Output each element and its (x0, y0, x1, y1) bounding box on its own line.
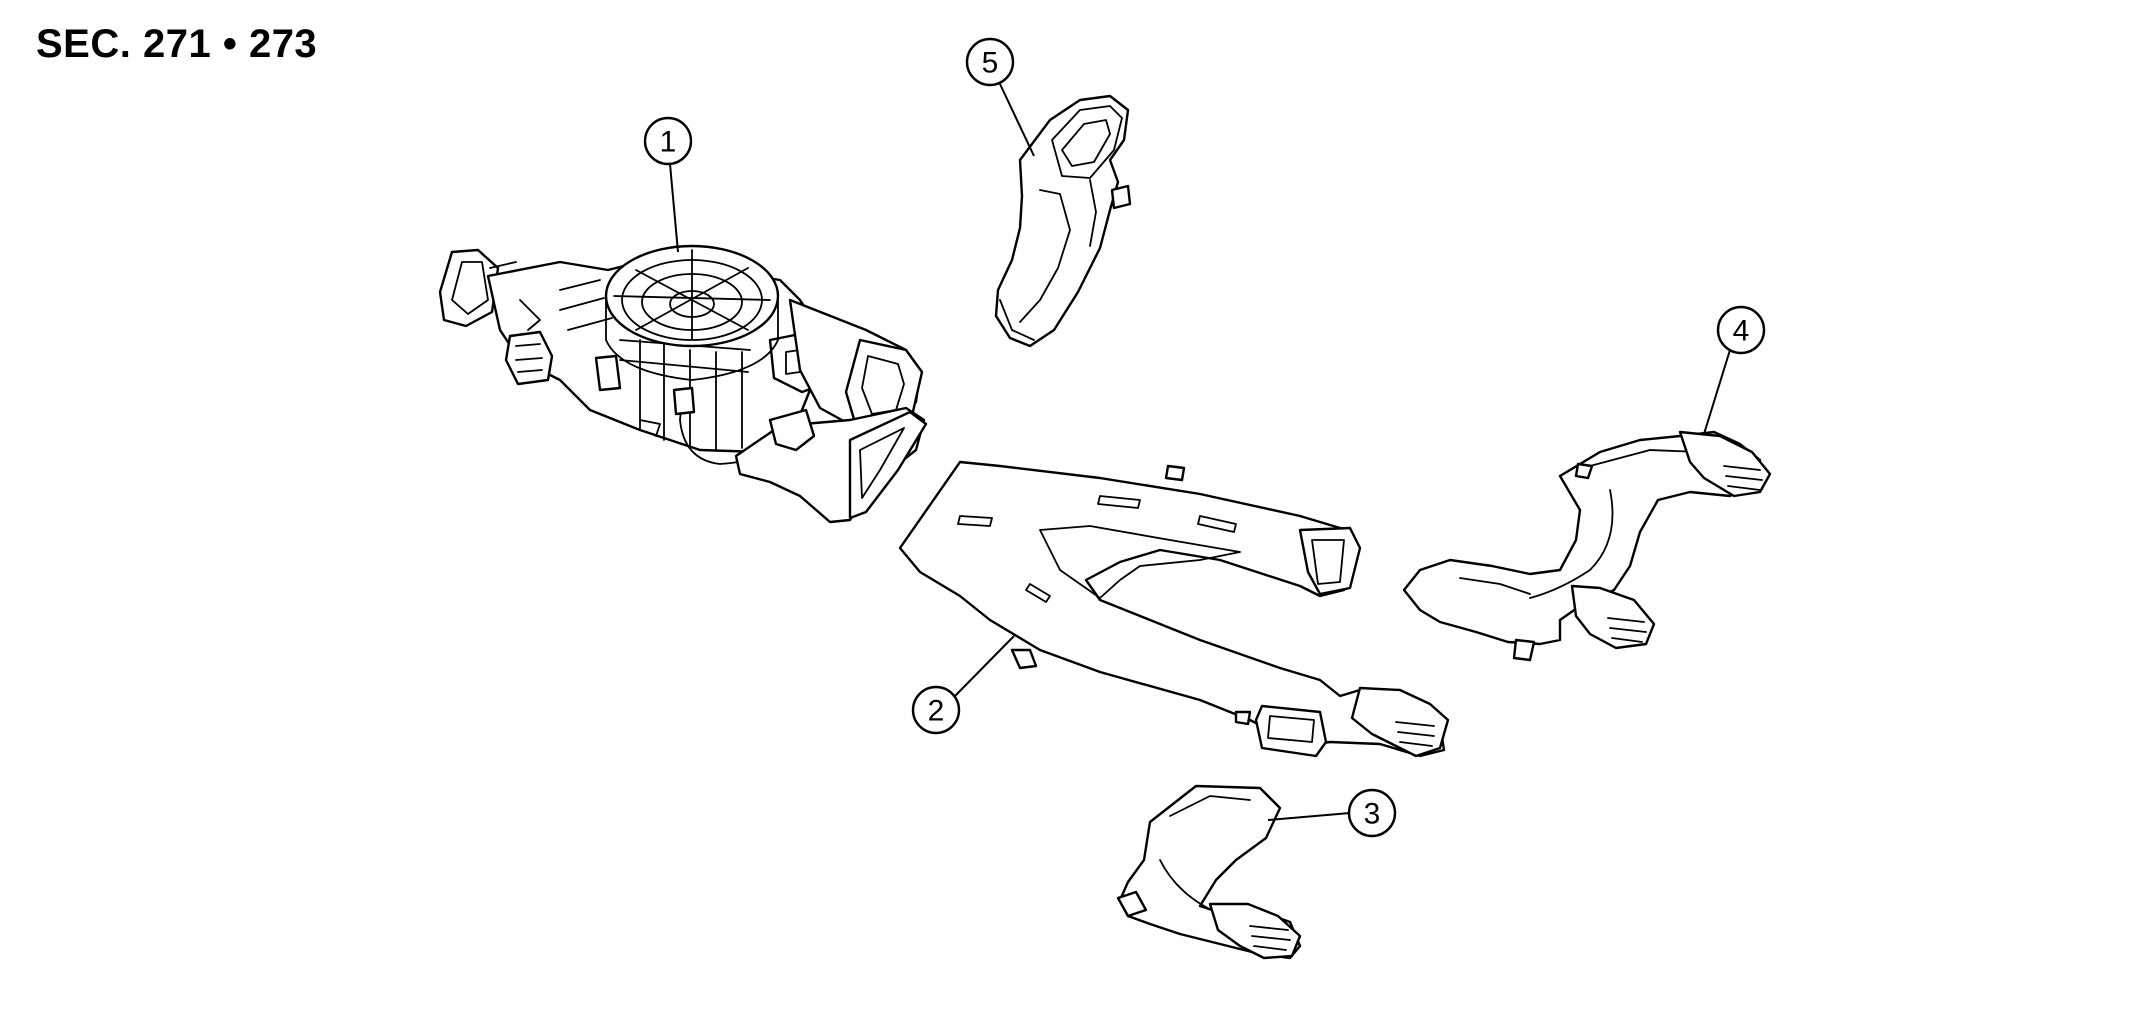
rear-floor-duct (1402, 430, 1772, 662)
callout-number: 4 (1733, 315, 1750, 348)
side-duct (994, 94, 1132, 348)
callout-5: 5 (965, 37, 1015, 87)
center-floor-duct (898, 460, 1450, 758)
callout-leader-2 (954, 635, 1015, 697)
callout-leader-3 (1267, 812, 1351, 821)
callout-leader-1 (669, 163, 679, 253)
callout-number: 5 (982, 47, 999, 80)
callout-number: 2 (928, 695, 945, 728)
callout-leader-4 (1703, 349, 1731, 435)
front-floor-duct (1116, 784, 1302, 960)
section-label: SEC. 271 • 273 (36, 22, 318, 66)
callout-number: 3 (1364, 798, 1381, 831)
callout-4: 4 (1716, 305, 1766, 355)
heater-blower-assembly (438, 244, 928, 524)
callout-leader-5 (999, 83, 1035, 157)
callout-1: 1 (643, 116, 693, 166)
callout-2: 2 (911, 685, 961, 735)
callout-number: 1 (660, 126, 677, 159)
callout-3: 3 (1347, 788, 1397, 838)
